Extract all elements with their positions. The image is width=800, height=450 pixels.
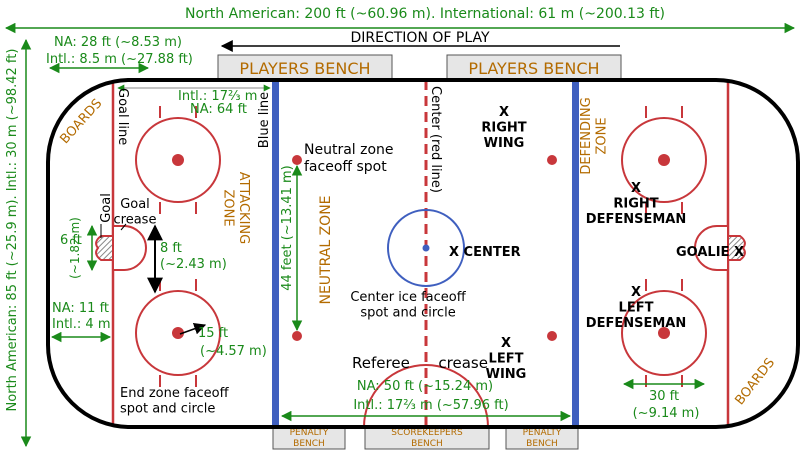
defending-zone-label: DEFENDINGZONE <box>579 97 610 174</box>
total-width-label: North American: 85 ft (~25.9 m). Intl.: … <box>5 49 20 412</box>
goal-right <box>727 235 746 261</box>
crease-width-label-1: 6 ft <box>60 233 82 248</box>
circle-distance-label-1: 30 ft <box>649 389 679 404</box>
faceoff-circle-top-left <box>135 106 221 214</box>
goal-line-intl-label: Intl.: 8.5 m (~27.88 ft) <box>46 52 193 67</box>
goal-left <box>95 235 114 261</box>
faceoff-circle-top-right <box>621 106 707 214</box>
center-ice-circle <box>387 209 465 287</box>
players-bench-right-label: PLAYERS BENCH <box>468 59 599 78</box>
crease-depth-label-2: (~2.43 m) <box>160 257 227 272</box>
end-na-label: NA: 11 ft <box>52 301 109 316</box>
direction-of-play-label: DIRECTION OF PLAY <box>350 30 489 46</box>
boards-left-label: BOARDS <box>57 96 105 147</box>
circle-radius-arrow <box>179 323 207 335</box>
boards-right-label: BOARDS <box>732 356 778 408</box>
goal-crease-left <box>112 225 147 271</box>
referee-crease <box>363 364 489 427</box>
neutral-width-label: 44 feet (~13.41 m) <box>280 165 295 291</box>
rink-boards <box>46 78 800 429</box>
referee-crease-label: Referee crease <box>352 354 488 372</box>
circle-distance-label-2: (~9.14 m) <box>633 406 700 421</box>
goal-crease-right <box>694 225 729 271</box>
center-label: X CENTER <box>449 245 521 260</box>
rink-surface <box>111 80 730 427</box>
blue-line-right <box>572 80 579 427</box>
zone-intl-label: Intl.: 17⅔ m <box>178 89 257 104</box>
neutral-spot-top-right <box>547 155 557 165</box>
faceoff-spot-bottom-left <box>172 327 184 339</box>
neutral-intl-label: Intl.: 17⅔ m (~57.96 ft) <box>353 398 508 413</box>
neutral-spot-top-left <box>292 155 302 165</box>
crease-pointer <box>120 223 127 231</box>
crease-width-label-2: (~1.82 m) <box>68 217 82 279</box>
neutral-spot-bottom-left <box>292 331 302 341</box>
players-bench-left-label: PLAYERS BENCH <box>239 59 370 78</box>
goalie-label: GOALIE X <box>676 245 744 260</box>
faceoff-spot-bottom-right <box>658 327 670 339</box>
players-bench-right <box>446 54 622 81</box>
circle-radius-label-2: (~4.57 m) <box>200 344 267 359</box>
blue-line-left <box>272 80 279 427</box>
goal-line-label: Goal line <box>115 88 130 145</box>
total-length-label: North American: 200 ft (~60.96 m). Inter… <box>185 6 665 22</box>
circle-radius-label-1: 15 ft <box>198 326 228 341</box>
neutral-zone-label: NEUTRAL ZONE <box>318 195 334 304</box>
center-ice-spot <box>422 244 430 252</box>
center-red-line-label: Center (red line) <box>428 86 443 193</box>
crease-depth-label-1: 8 ft <box>160 241 182 256</box>
attacking-zone-label: ATTACKINGZONE <box>220 172 251 244</box>
neutral-na-label: NA: 50 ft (~15.24 m) <box>357 379 493 394</box>
end-intl-label: Intl.: 4 m <box>52 317 111 332</box>
players-bench-left <box>217 54 393 81</box>
faceoff-spot-top-left <box>172 154 184 166</box>
zone-na-label: NA: 64 ft <box>190 102 247 117</box>
faceoff-spot-top-right <box>658 154 670 166</box>
blue-line-label: Blue line <box>257 92 272 148</box>
neutral-spot-bottom-right <box>547 331 557 341</box>
goal-label: Goal <box>99 193 114 223</box>
goal-line-na-label: NA: 28 ft (~8.53 m) <box>54 35 182 50</box>
